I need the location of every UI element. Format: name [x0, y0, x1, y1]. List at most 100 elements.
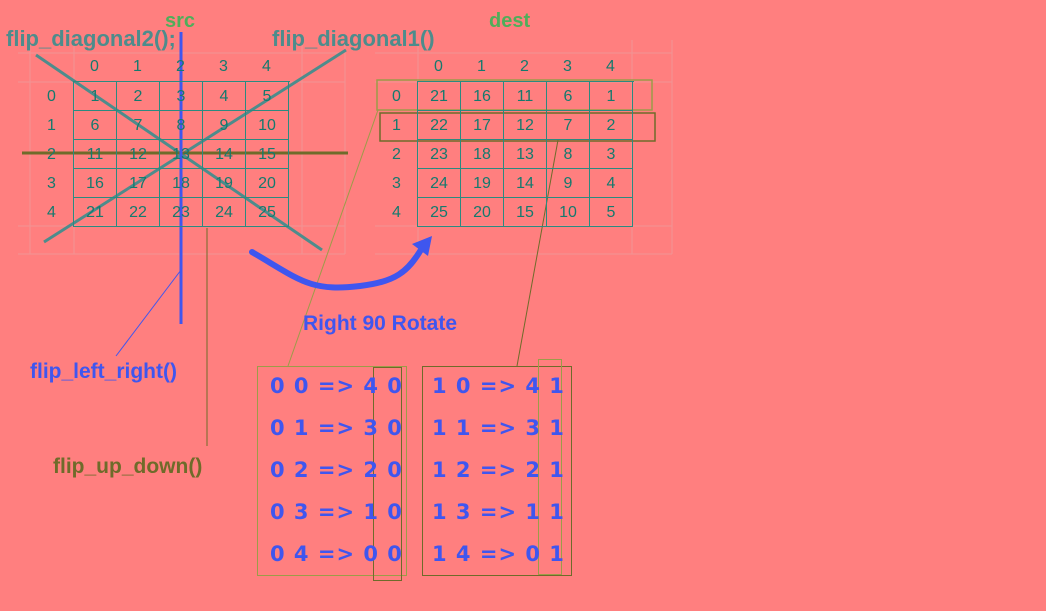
flip-diagonal1-label: flip_diagonal1() — [272, 26, 435, 51]
src-cell: 4 — [203, 82, 246, 111]
connector-row0 — [287, 109, 379, 367]
connector-left-right — [115, 269, 182, 357]
dest-col-header: 2 — [520, 58, 529, 75]
src-col-header: 0 — [90, 58, 99, 75]
dest-row-header: 1 — [392, 117, 401, 134]
dest-cell: 13 — [504, 140, 547, 169]
mapping-line: 0 2 => 2 0 — [270, 458, 403, 482]
dest-row-header: 0 — [392, 88, 401, 105]
flip-up-down-label: flip_up_down() — [53, 455, 203, 478]
mapping-line: 0 1 => 3 0 — [270, 416, 403, 440]
src-col-header: 1 — [133, 58, 142, 75]
dest-cell: 3 — [590, 140, 633, 169]
src-cell: 25 — [246, 198, 289, 227]
src-cell: 11 — [74, 140, 117, 169]
src-row-header: 1 — [47, 117, 56, 134]
dest-cell: 12 — [504, 111, 547, 140]
src-cell: 17 — [117, 169, 160, 198]
dest-cell: 17 — [461, 111, 504, 140]
src-cell: 6 — [74, 111, 117, 140]
dest-cell: 10 — [547, 198, 590, 227]
dest-cell: 23 — [418, 140, 461, 169]
flip-diagonal2-label: flip_diagonal2(); — [6, 26, 176, 51]
src-cell: 14 — [203, 140, 246, 169]
dest-cell: 5 — [590, 198, 633, 227]
mapping-box-row0-col-highlight — [373, 367, 402, 581]
dest-cell: 11 — [504, 82, 547, 111]
mapping-line: 1 2 => 2 1 — [432, 458, 565, 482]
mapping-box-row0 — [257, 366, 407, 576]
src-col-header: 3 — [219, 58, 228, 75]
dest-cell: 8 — [547, 140, 590, 169]
mapping-line: 0 3 => 1 0 — [270, 500, 403, 524]
src-cell: 12 — [117, 140, 160, 169]
dest-row-header: 2 — [392, 146, 401, 163]
dest-cell: 6 — [547, 82, 590, 111]
src-row-header: 2 — [47, 146, 56, 163]
mapping-line: 1 0 => 4 1 — [432, 374, 565, 398]
flip-diagonal1-line — [43, 48, 347, 244]
rotate-label: Right 90 Rotate — [303, 312, 458, 335]
src-cell: 10 — [246, 111, 289, 140]
src-cell: 9 — [203, 111, 246, 140]
dest-col-header: 1 — [477, 58, 486, 75]
dest-cell: 24 — [418, 169, 461, 198]
dest-cell: 19 — [461, 169, 504, 198]
mapping-line: 0 0 => 4 0 — [270, 374, 403, 398]
src-cell: 24 — [203, 198, 246, 227]
dest-cell: 15 — [504, 198, 547, 227]
dest-cell: 2 — [590, 111, 633, 140]
mapping-box-row1-col-highlight — [538, 359, 562, 575]
flip-left-right-label: flip_left_right() — [30, 360, 177, 383]
src-cell: 3 — [160, 82, 203, 111]
mapping-line: 1 3 => 1 1 — [432, 500, 565, 524]
mapping-box-row1 — [422, 366, 572, 576]
dest-grid: 21 16 11 6 1 22 17 12 7 2 23 18 13 8 3 2… — [417, 81, 634, 227]
dest-cell: 7 — [547, 111, 590, 140]
src-cell: 22 — [117, 198, 160, 227]
src-cell: 18 — [160, 169, 203, 198]
src-label: src — [165, 10, 196, 32]
dest-cell: 21 — [418, 82, 461, 111]
rotate-arrow — [249, 245, 425, 291]
mapping-line: 1 4 => 0 1 — [432, 542, 565, 566]
src-row-header: 4 — [47, 204, 56, 221]
src-cell: 15 — [246, 140, 289, 169]
src-cell: 1 — [74, 82, 117, 111]
dest-col-header: 4 — [606, 58, 615, 75]
src-cell: 21 — [74, 198, 117, 227]
src-cell: 5 — [246, 82, 289, 111]
dest-cell: 16 — [461, 82, 504, 111]
dest-cell: 25 — [418, 198, 461, 227]
dest-cell: 22 — [418, 111, 461, 140]
src-col-header: 4 — [262, 58, 271, 75]
dest-cell: 18 — [461, 140, 504, 169]
dest-cell: 20 — [461, 198, 504, 227]
src-row-header: 3 — [47, 175, 56, 192]
dest-col-header: 0 — [434, 58, 443, 75]
src-cell: 2 — [117, 82, 160, 111]
src-col-header: 2 — [176, 58, 185, 75]
mapping-line: 1 1 => 3 1 — [432, 416, 565, 440]
mapping-line: 0 4 => 0 0 — [270, 542, 403, 566]
src-cell: 13 — [160, 140, 203, 169]
dest-cell: 4 — [590, 169, 633, 198]
rotate-arrow-head — [412, 236, 432, 256]
src-cell: 19 — [203, 169, 246, 198]
dest-col-header: 3 — [563, 58, 572, 75]
src-cell: 7 — [117, 111, 160, 140]
dest-cell: 14 — [504, 169, 547, 198]
dest-row-header: 3 — [392, 175, 401, 192]
src-cell: 8 — [160, 111, 203, 140]
src-grid: 1 2 3 4 5 6 7 8 9 10 11 12 13 14 15 16 1… — [73, 81, 290, 227]
dest-cell: 1 — [590, 82, 633, 111]
dest-row1-highlight — [379, 112, 656, 142]
dest-label: dest — [489, 10, 531, 32]
src-cell: 20 — [246, 169, 289, 198]
src-cell: 23 — [160, 198, 203, 227]
src-cell: 16 — [74, 169, 117, 198]
dest-row-header: 4 — [392, 204, 401, 221]
src-row-header: 0 — [47, 88, 56, 105]
connector-row1 — [516, 139, 559, 367]
dest-cell: 9 — [547, 169, 590, 198]
